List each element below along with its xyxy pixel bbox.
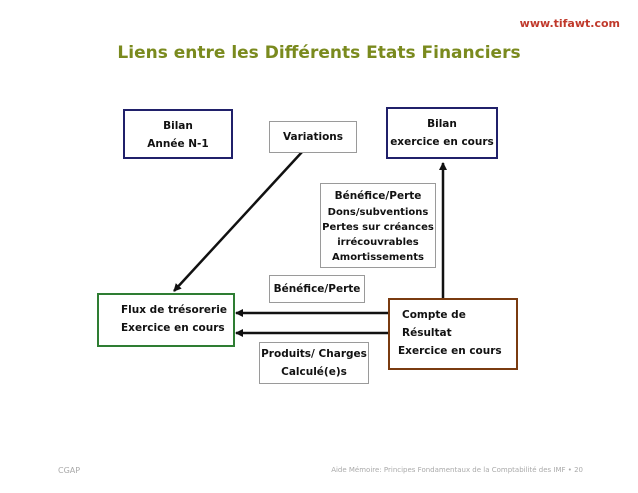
bilan-current-subtitle: exercice en cours: [390, 136, 494, 148]
flux-title: Flux de trésorerie: [121, 304, 227, 316]
produits-charges-box: Produits/ Charges Calculé(e)s: [259, 342, 369, 384]
benefice-perte-label: Bénéfice/Perte: [273, 283, 361, 295]
produits-subtitle: Calculé(e)s: [281, 366, 347, 378]
bilan-n1-box: Bilan Année N-1: [123, 109, 233, 159]
footer-org: CGAP: [58, 466, 81, 475]
produits-title: Produits/ Charges: [261, 348, 367, 360]
benefice-perte-box: Bénéfice/Perte: [269, 275, 365, 303]
flux-subtitle: Exercice en cours: [121, 322, 225, 334]
compte-resultat-box: Compte de Résultat Exercice en cours: [388, 298, 518, 370]
bilan-n1-title: Bilan: [163, 120, 193, 132]
page-title: Liens entre les Différents Etats Financi…: [117, 43, 521, 63]
compte-subtitle: Exercice en cours: [398, 345, 502, 357]
arrow-variations-to-flux: [173, 151, 303, 292]
site-url[interactable]: www.tifawt.com: [519, 17, 620, 30]
bilan-current-title: Bilan: [427, 118, 457, 130]
bilan-current-box: Bilan exercice en cours: [386, 107, 498, 159]
variations-box: Variations: [269, 121, 357, 153]
benefice-adjustments-line-5: Amortissements: [332, 252, 424, 263]
benefice-adjustments-line-2: Dons/subventions: [327, 207, 429, 218]
footer-caption: Aide Mémoire: Principes Fondamentaux de …: [331, 466, 583, 474]
bilan-n1-subtitle: Année N-1: [147, 138, 209, 150]
variations-label: Variations: [282, 131, 344, 143]
benefice-adjustments-box: Bénéfice/Perte Dons/subventions Pertes s…: [320, 183, 436, 268]
benefice-adjustments-line-4: irrécouvrables: [337, 237, 419, 248]
benefice-adjustments-line-3: Pertes sur créances: [322, 222, 434, 233]
flux-tresorerie-box: Flux de trésorerie Exercice en cours: [97, 293, 235, 347]
compte-title: Compte de Résultat: [402, 309, 466, 339]
benefice-adjustments-line-1: Bénéfice/Perte: [334, 190, 422, 202]
